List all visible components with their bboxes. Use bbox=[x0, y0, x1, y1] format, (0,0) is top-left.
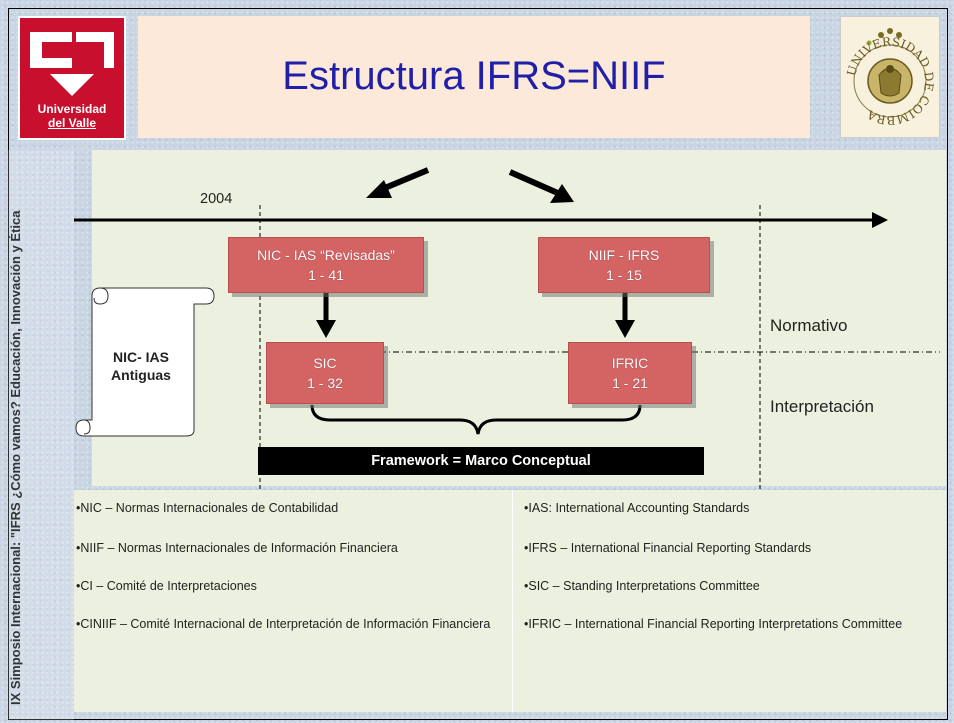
definition-left-1: •NIC – Normas Internacionales de Contabi… bbox=[76, 501, 339, 515]
box-ifric: IFRIC 1 - 21 bbox=[568, 342, 692, 404]
univalle-emblem-icon bbox=[20, 18, 124, 100]
label-normativo: Normativo bbox=[770, 316, 848, 335]
definition-right-1: •IAS: International Accounting Standards bbox=[524, 501, 750, 515]
year-label: 2004 bbox=[200, 191, 233, 207]
page-title: Estructura IFRS=NIIF bbox=[282, 54, 666, 98]
label-interpretacion: Interpretación bbox=[770, 397, 874, 416]
definition-right-4: •IFRIC – International Financial Reporti… bbox=[524, 617, 903, 631]
universidad-del-valle-logo: Universidad del Valle bbox=[18, 16, 126, 140]
scroll-label: NIC- IAS Antiguas bbox=[111, 349, 171, 383]
box-niif-line1: NIIF - IFRS bbox=[588, 247, 660, 263]
definitions-divider bbox=[512, 490, 513, 712]
box-niif-ifrs: NIIF - IFRS 1 - 15 bbox=[538, 237, 710, 293]
box-nic-line1: NIC - IAS “Revisadas” bbox=[257, 247, 395, 263]
definition-left-3: •CI – Comité de Interpretaciones bbox=[76, 579, 257, 593]
slide-frame bbox=[8, 8, 948, 720]
box-ifric-line1: IFRIC bbox=[611, 355, 649, 371]
box-nic-line2: 1 - 41 bbox=[308, 267, 344, 283]
box-sic-line1: SIC bbox=[313, 355, 337, 371]
coimbra-seal-icon: UNIVERSIDAD DE COIMBRA bbox=[844, 28, 936, 127]
box-nic-ias-revisadas: NIC - IAS “Revisadas” 1 - 41 bbox=[228, 237, 424, 293]
universidade-coimbra-seal: UNIVERSIDAD DE COIMBRA bbox=[840, 16, 940, 138]
sidebar-band bbox=[8, 150, 74, 720]
definition-right-2: •IFRS – International Financial Reportin… bbox=[524, 541, 812, 555]
definition-left-2: •NIIF – Normas Internacionales de Inform… bbox=[76, 541, 398, 555]
box-ifric-line2: 1 - 21 bbox=[612, 375, 648, 391]
box-sic: SIC 1 - 32 bbox=[266, 342, 384, 404]
definition-left-4: •CINIIF – Comité Internacional de Interp… bbox=[76, 617, 491, 631]
logo-left-line1: Universidad bbox=[37, 102, 107, 116]
sidebar-vertical-title: IX Simposio Internacional: "IFRS ¿Cómo v… bbox=[8, 210, 23, 705]
framework-bar: Framework = Marco Conceptual bbox=[258, 447, 704, 475]
definitions-panel bbox=[74, 490, 946, 712]
definition-right-3: •SIC – Standing Interpretations Committe… bbox=[524, 579, 760, 593]
box-sic-line2: 1 - 32 bbox=[307, 375, 343, 391]
logo-left-line2: del Valle bbox=[47, 116, 97, 130]
title-box: Estructura IFRS=NIIF bbox=[138, 16, 810, 138]
box-niif-line2: 1 - 15 bbox=[606, 267, 642, 283]
